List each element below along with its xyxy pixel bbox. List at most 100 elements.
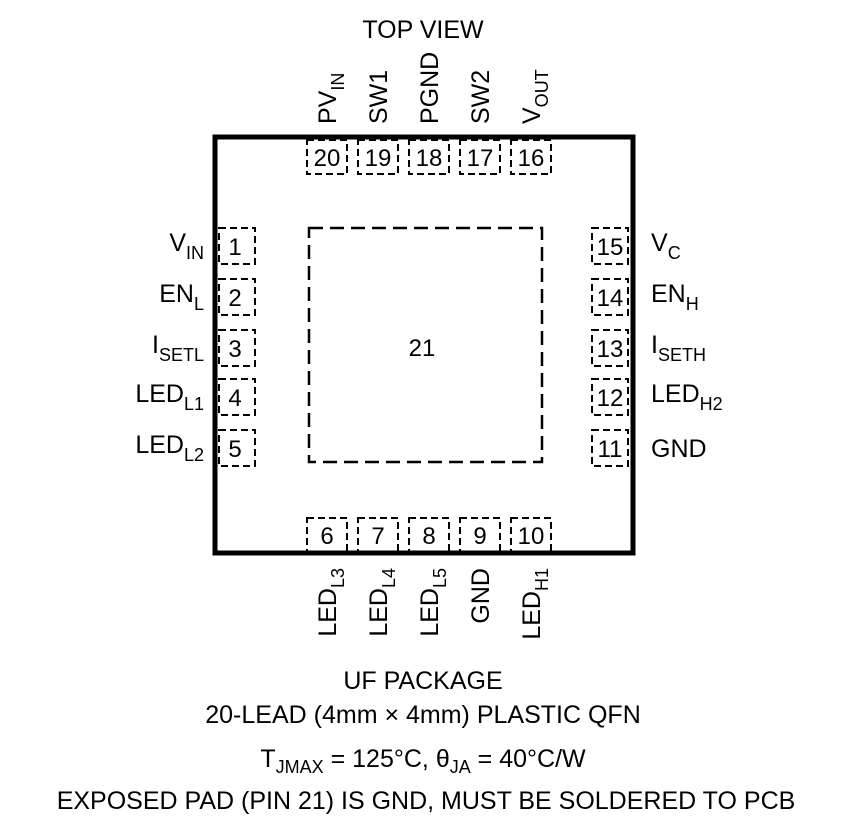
- pin-label-sub: L5: [430, 568, 450, 588]
- pin-pad-7: [357, 517, 399, 553]
- pin-pad-9: [459, 517, 501, 553]
- pin-number-9: 9: [473, 523, 486, 550]
- package-description: 20-LEAD (4mm × 4mm) PLASTIC QFN: [205, 701, 641, 729]
- pin-pad-6: [306, 517, 348, 553]
- pin-label-main: SW2: [467, 70, 495, 124]
- pin-label-left-4: LEDL1: [135, 380, 204, 414]
- pin-label-sub: L1: [184, 394, 204, 414]
- package-body: [212, 134, 636, 556]
- pin-label-right-3: ISETH: [651, 331, 706, 365]
- tj-value: = 125°C,: [324, 745, 436, 773]
- pin-label-main: LED: [365, 588, 393, 637]
- pin-pad-8: [408, 517, 450, 553]
- pin-number-20: 20: [314, 145, 341, 172]
- pin-label-main: I: [152, 331, 159, 359]
- pin-label-left-1: VIN: [169, 229, 204, 263]
- pin-pad-20: [306, 139, 348, 175]
- pin-number-10: 10: [518, 523, 545, 550]
- pin-pad-12: [591, 378, 629, 416]
- theta-symbol: θ: [436, 745, 450, 773]
- pin-label-top-4: SW2: [467, 70, 495, 124]
- diagram-title: TOP VIEW: [362, 16, 484, 44]
- pin-pad-11: [591, 429, 629, 467]
- pin-label-sub: C: [668, 243, 681, 263]
- pin-label-main: GND: [467, 568, 495, 624]
- pin-number-8: 8: [422, 523, 435, 550]
- pin-label-main: EN: [651, 280, 686, 308]
- pin-pad-3: [218, 329, 256, 367]
- pin-number-18: 18: [416, 145, 443, 172]
- pin-label-left-5: LEDL2: [135, 431, 204, 465]
- theta-subscript: JA: [450, 757, 471, 777]
- pin-label-top-2: SW1: [365, 70, 393, 124]
- pin-number-6: 6: [320, 523, 333, 550]
- pin-label-sub: L: [194, 294, 204, 314]
- pin-number-19: 19: [365, 145, 392, 172]
- pin-label-main: EN: [159, 280, 194, 308]
- pin-label-sub: H: [686, 294, 699, 314]
- pin-label-sub: L2: [184, 445, 204, 465]
- pin-label-main: V: [518, 107, 546, 124]
- pin-pad-4: [218, 378, 256, 416]
- exposed-pad: [307, 226, 544, 464]
- pin-pad-17: [459, 139, 501, 175]
- package-name: UF PACKAGE: [343, 667, 502, 695]
- pin-label-sub: SETL: [159, 345, 204, 365]
- pin-label-right-2: ENH: [651, 280, 699, 314]
- pin-number-12: 12: [597, 385, 624, 412]
- pin-label-bottom-3: LEDL5: [416, 568, 450, 637]
- pin-label-main: LED: [416, 588, 444, 637]
- pin-label-sub: IN: [186, 243, 204, 263]
- pin-label-top-3: PGND: [416, 52, 444, 124]
- pin-label-top-5: VOUT: [518, 69, 552, 124]
- pin-label-top-1: PVIN: [314, 73, 348, 124]
- exposed-pad-note: EXPOSED PAD (PIN 21) IS GND, MUST BE SOL…: [57, 787, 796, 815]
- pin-label-left-3: ISETL: [152, 331, 204, 365]
- pin-number-4: 4: [228, 385, 241, 412]
- pin-label-main: I: [651, 331, 658, 359]
- pin-label-sub: H2: [700, 394, 723, 414]
- pin-label-sub: L4: [379, 568, 399, 588]
- pin-number-5: 5: [228, 436, 241, 463]
- theta-value: = 40°C/W: [471, 745, 586, 773]
- pin-label-bottom-1: LEDL3: [314, 568, 348, 637]
- pin-number-2: 2: [228, 285, 241, 312]
- exposed-pad-number: 21: [409, 335, 436, 362]
- pin-pad-16: [510, 139, 552, 175]
- pin-label-main: SW1: [365, 70, 393, 124]
- pin-label-main: V: [169, 229, 186, 257]
- pin-number-3: 3: [228, 336, 241, 363]
- pin-number-7: 7: [371, 523, 384, 550]
- pin-number-14: 14: [597, 285, 624, 312]
- pin-pad-1: [218, 227, 256, 265]
- pin-label-right-1: VC: [651, 229, 681, 263]
- pin-label-sub: SETH: [658, 345, 706, 365]
- pin-label-main: LED: [135, 431, 184, 459]
- pin-label-right-4: LEDH2: [651, 380, 723, 414]
- pin-number-17: 17: [467, 145, 494, 172]
- pin-pad-19: [357, 139, 399, 175]
- pin-pad-14: [591, 278, 629, 316]
- pin-label-bottom-2: LEDL4: [365, 568, 399, 637]
- pin-number-11: 11: [598, 436, 623, 463]
- pin-label-sub: H1: [532, 568, 552, 591]
- pin-number-13: 13: [597, 336, 624, 363]
- tj-subscript: JMAX: [276, 757, 324, 777]
- pin-pad-2: [218, 278, 256, 316]
- pin-label-main: PV: [314, 90, 342, 124]
- pin-pad-18: [408, 139, 450, 175]
- pin-label-main: GND: [651, 435, 707, 463]
- pin-label-right-5: GND: [651, 435, 707, 463]
- pin-number-1: 1: [228, 234, 241, 261]
- pin-pad-5: [218, 429, 256, 467]
- pin-label-bottom-4: GND: [467, 568, 495, 624]
- pin-label-main: V: [651, 229, 668, 257]
- pin-label-sub: OUT: [532, 69, 552, 107]
- pin-label-bottom-5: LEDH1: [518, 568, 552, 640]
- pin-pad-13: [591, 329, 629, 367]
- pin-number-16: 16: [518, 145, 545, 172]
- pin-label-main: LED: [651, 380, 700, 408]
- pin-label-main: PGND: [416, 52, 444, 124]
- pin-label-main: LED: [518, 591, 546, 640]
